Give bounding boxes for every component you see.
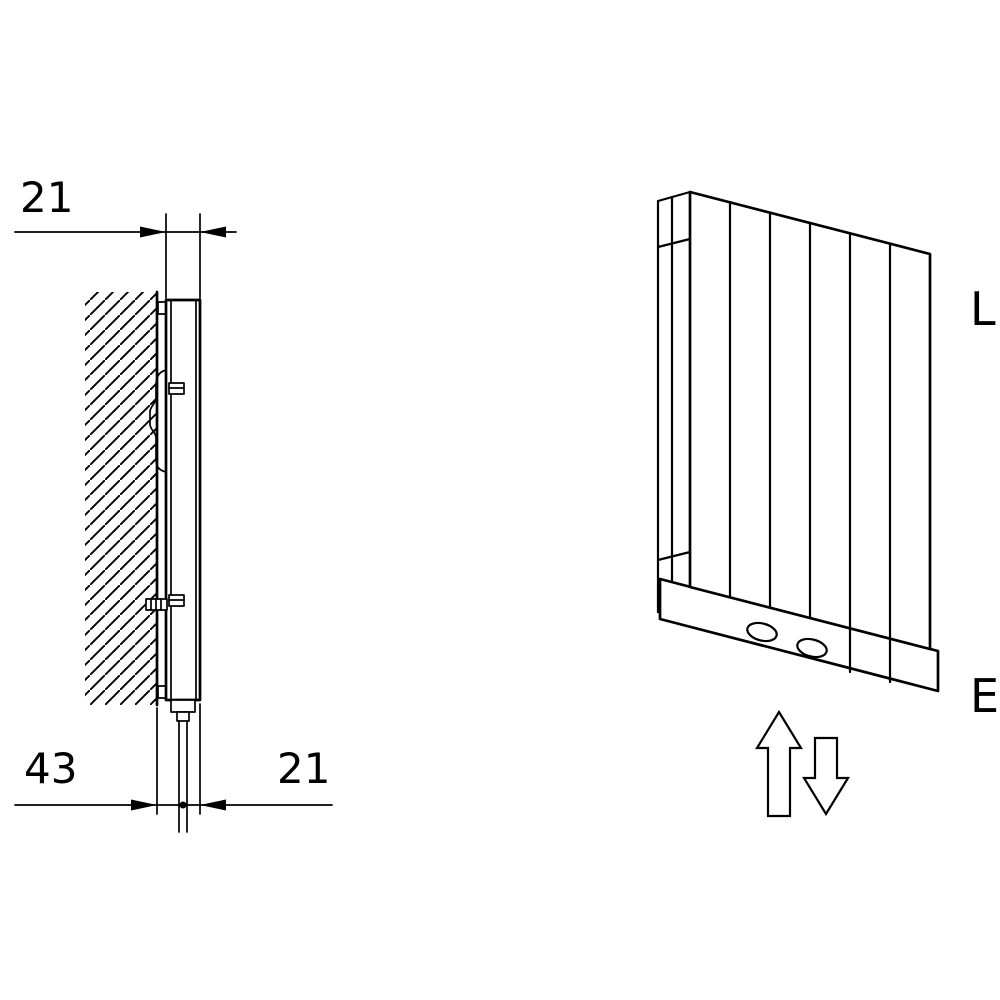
dimension-arrow-right-icon (140, 226, 166, 238)
connection-hole-left (746, 621, 778, 643)
dimension-label-bottom-right: 21 (277, 744, 330, 793)
dimension-label-top: 21 (20, 173, 73, 222)
label-top-connection: L (970, 282, 996, 336)
dimension-top: 21 (14, 173, 237, 299)
perspective-view: L E (656, 190, 999, 818)
dimension-bottom: 43 21 (14, 703, 333, 815)
profile-bottom-tab (157, 685, 167, 699)
profile-top-tab (157, 301, 167, 315)
mounting-bracket-lower (145, 594, 185, 611)
dimension-arrow-right-icon (131, 799, 157, 811)
dimension-label-bottom-left: 43 (24, 744, 77, 793)
bracket-hook (149, 369, 167, 473)
bottom-valve (170, 699, 196, 833)
dimension-arrow-left-icon (200, 226, 226, 238)
flow-down-arrow-icon (802, 736, 850, 817)
dimension-arrow-left-icon (200, 799, 226, 811)
rail-bottom-tab-edge (656, 550, 692, 562)
dimension-center-dot (179, 801, 187, 809)
valve-body (170, 699, 196, 713)
label-bottom-connection: E (970, 669, 999, 723)
flow-up-arrow-icon (755, 709, 803, 818)
rail-top-cap (656, 190, 692, 203)
radiator-3d-body (656, 190, 940, 693)
valve-neck (176, 711, 190, 722)
rail-top-tab-edge (656, 237, 692, 249)
connection-hole-right (796, 637, 828, 659)
mounting-bracket-upper (149, 369, 185, 473)
radiator-side-profile (157, 298, 202, 702)
side-view: 21 43 21 (14, 173, 333, 833)
wall-hatching (85, 292, 157, 705)
